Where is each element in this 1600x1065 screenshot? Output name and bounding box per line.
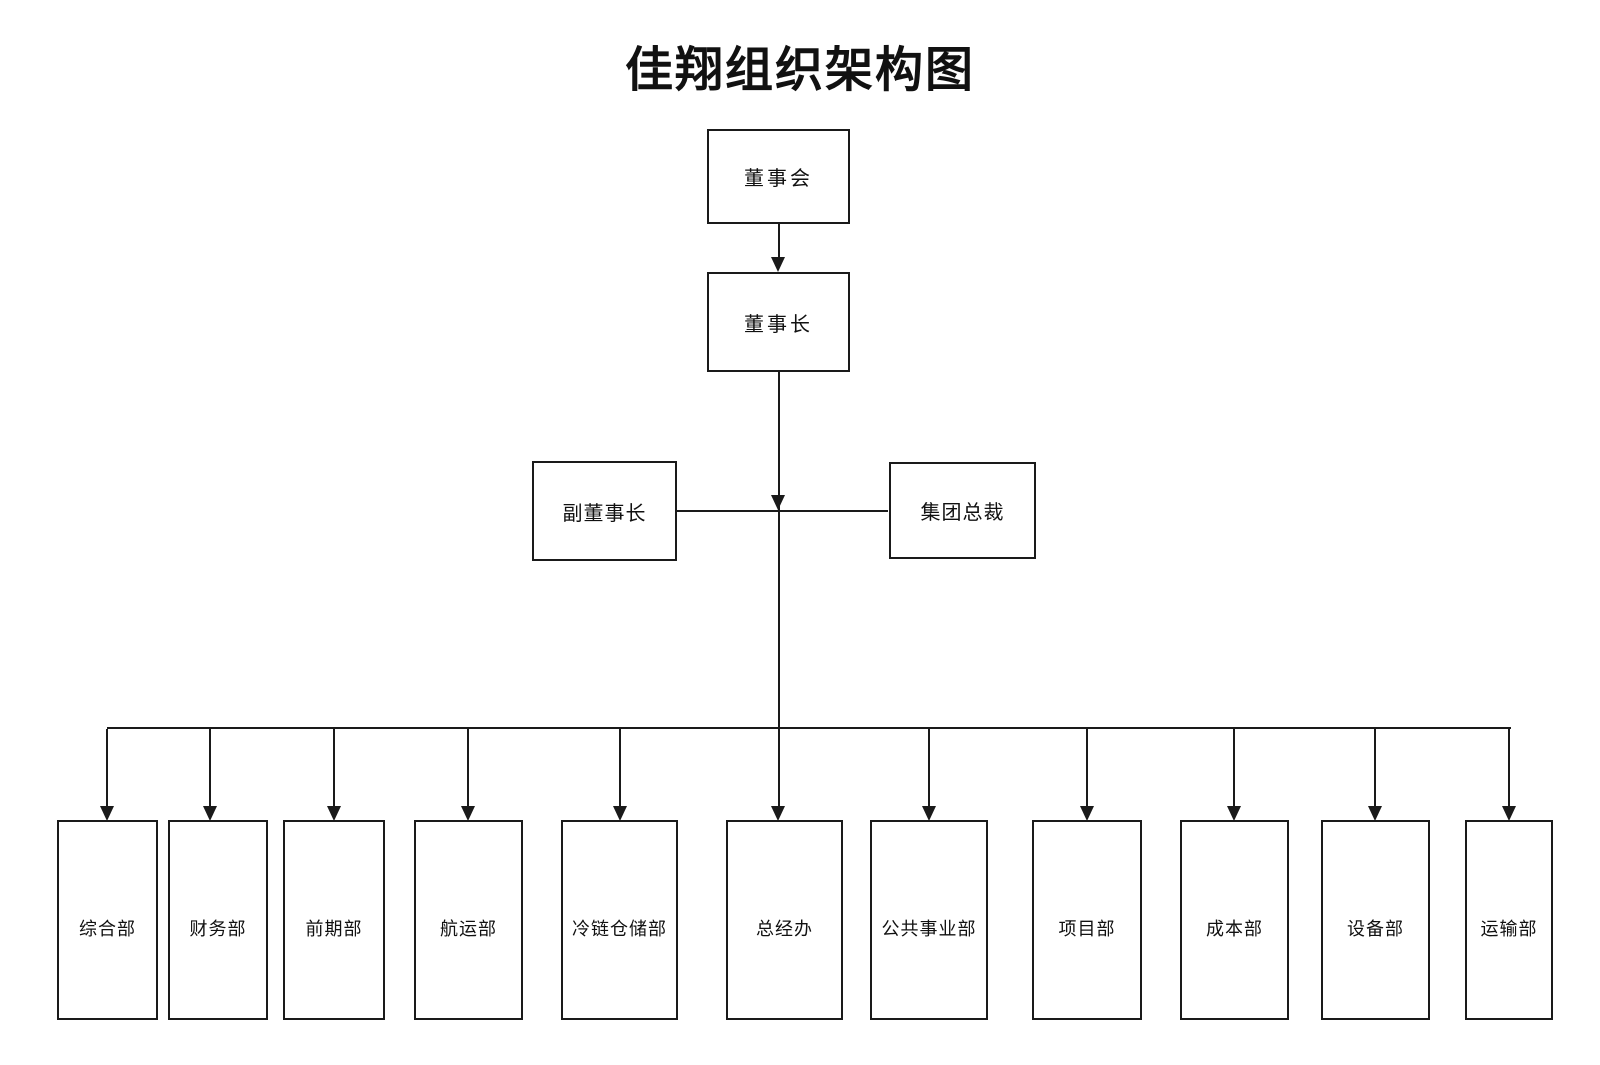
connector-trunk-vertical [778, 372, 780, 806]
connector-board-chairman [778, 224, 780, 258]
org-node-label: 董事长 [744, 313, 813, 336]
connector-drop-10 [1374, 729, 1376, 806]
org-node-label: 前期部 [305, 919, 363, 939]
org-node-label: 成本部 [1206, 919, 1263, 939]
org-node-chairman: 董事长 [707, 272, 850, 372]
connector-distribution-horizontal [107, 727, 1511, 729]
arrowhead-down-icon [1502, 806, 1516, 821]
arrowhead-down-icon [203, 806, 217, 821]
arrowhead-down-icon [771, 495, 785, 510]
org-node-label: 综合部 [79, 919, 136, 939]
connector-drop-11 [1508, 729, 1510, 806]
connector-drop-1 [106, 729, 108, 806]
arrowhead-down-icon [771, 806, 785, 821]
arrowhead-down-icon [922, 806, 936, 821]
org-node-dept-1: 综合部 [57, 820, 158, 1020]
arrowhead-down-icon [1227, 806, 1241, 821]
org-node-dept-10: 设备部 [1321, 820, 1430, 1020]
org-node-label: 财务部 [189, 919, 247, 939]
org-node-board: 董事会 [707, 129, 850, 224]
connector-drop-8 [1086, 729, 1088, 806]
org-node-vice-chairman: 副董事长 [532, 461, 677, 561]
arrowhead-down-icon [100, 806, 114, 821]
arrowhead-down-icon [1368, 806, 1382, 821]
org-node-label: 设备部 [1347, 919, 1404, 939]
org-node-dept-5: 冷链仓储部 [561, 820, 678, 1020]
connector-junction-horizontal [677, 510, 888, 512]
org-node-label: 集团总裁 [920, 502, 1005, 524]
org-node-label: 公共事业部 [881, 919, 977, 939]
org-node-dept-11: 运输部 [1465, 820, 1553, 1020]
org-node-dept-7: 公共事业部 [870, 820, 988, 1020]
org-node-label: 项目部 [1058, 919, 1116, 939]
org-node-label: 董事会 [744, 168, 813, 190]
connector-drop-9 [1233, 729, 1235, 806]
org-node-dept-4: 航运部 [414, 820, 523, 1020]
arrowhead-down-icon [613, 806, 627, 821]
org-node-label: 总经办 [756, 919, 813, 939]
arrowhead-down-icon [327, 806, 341, 821]
org-node-dept-2: 财务部 [168, 820, 268, 1020]
org-node-dept-8: 项目部 [1032, 820, 1142, 1020]
org-node-label: 冷链仓储部 [572, 919, 667, 939]
org-node-label: 航运部 [440, 919, 497, 939]
org-node-dept-3: 前期部 [283, 820, 385, 1020]
connector-drop-2 [209, 729, 211, 806]
arrowhead-down-icon [1080, 806, 1094, 821]
connector-drop-4 [467, 729, 469, 806]
arrowhead-down-icon [771, 257, 785, 272]
org-node-dept-6: 总经办 [726, 820, 843, 1020]
org-node-label: 运输部 [1480, 919, 1538, 939]
connector-drop-5 [619, 729, 621, 806]
page-title: 佳翔组织架构图 [624, 44, 975, 97]
org-node-dept-9: 成本部 [1180, 820, 1289, 1020]
org-node-president: 集团总裁 [889, 462, 1036, 559]
org-node-label: 副董事长 [562, 502, 647, 525]
connector-drop-7 [928, 729, 930, 806]
arrowhead-down-icon [461, 806, 475, 821]
connector-drop-3 [333, 729, 335, 806]
